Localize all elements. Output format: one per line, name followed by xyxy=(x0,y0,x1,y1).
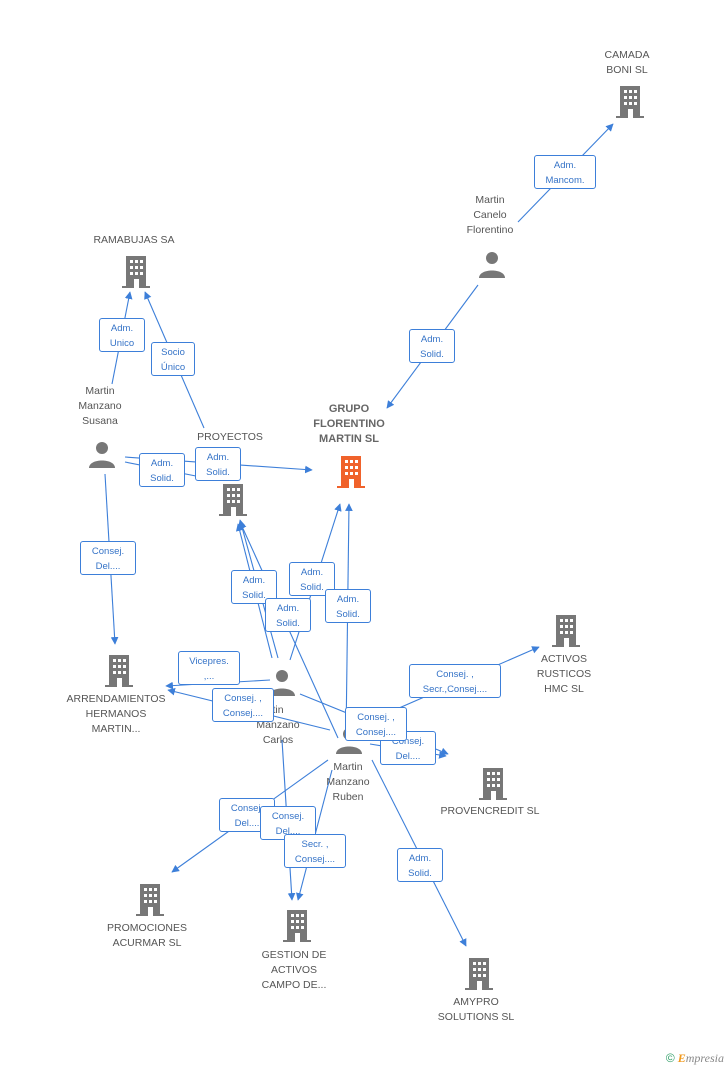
relation-label-ruben-amypro[interactable]: Adm. Solid. xyxy=(397,848,443,882)
relation-label-susana-arrendamientos[interactable]: Consej. Del.... xyxy=(80,541,136,575)
ruben-label[interactable]: Martin Manzano Ruben xyxy=(326,761,370,803)
relation-label-canelo-camada[interactable]: Adm. Mancom. xyxy=(534,155,596,189)
relation-label-susana-ramabujas[interactable]: Adm. Unico xyxy=(99,318,145,352)
amypro-label[interactable]: AMYPRO SOLUTIONS SL xyxy=(437,996,515,1023)
arrendamientos-building-icon[interactable] xyxy=(103,653,135,687)
provencredit-building-icon[interactable] xyxy=(477,766,509,800)
amypro-building-icon[interactable] xyxy=(463,956,495,990)
ramabujas-building-icon[interactable] xyxy=(120,254,152,288)
gestion-building-icon[interactable] xyxy=(281,908,313,942)
arrendamientos-label[interactable]: ARRENDAMIENTOS HERMANOS MARTIN... xyxy=(66,693,166,735)
relation-label-proyectos-ramabujas[interactable]: Socio Único xyxy=(151,342,195,376)
relation-label-susana-proyectos[interactable]: Adm. Solid. xyxy=(195,447,241,481)
relation-label-canelo-grupo[interactable]: Adm. Solid. xyxy=(409,329,455,363)
camada-label[interactable]: CAMADA BONI SL xyxy=(604,49,650,76)
brand-initial: E xyxy=(677,1051,686,1065)
relation-label-susana-grupo[interactable]: Adm. Solid. xyxy=(139,453,185,487)
provencredit-label[interactable]: PROVENCREDIT SL xyxy=(440,805,540,817)
copyright-symbol: © xyxy=(665,1051,675,1065)
relation-label-carlos-arrendamientos[interactable]: Vicepres. ,... xyxy=(178,651,240,685)
relation-label-ruben-gestion[interactable]: Secr. , Consej.... xyxy=(284,834,346,868)
grupo-building-icon[interactable] xyxy=(335,454,367,488)
promociones-building-icon[interactable] xyxy=(134,882,166,916)
canelo-label[interactable]: Martin Canelo Florentino xyxy=(466,194,514,236)
activos-label[interactable]: ACTIVOS RUSTICOS HMC SL xyxy=(536,653,592,695)
relation-label-carlos-provencredit[interactable]: Consej. , Consej.... xyxy=(345,707,407,741)
carlos-person-icon[interactable] xyxy=(268,668,296,696)
brand-name: mpresia xyxy=(685,1051,724,1065)
proyectos-building-icon[interactable] xyxy=(217,482,249,516)
activos-building-icon[interactable] xyxy=(550,613,582,647)
gestion-label[interactable]: GESTION DE ACTIVOS CAMPO DE... xyxy=(261,949,327,991)
canelo-person-icon[interactable] xyxy=(478,250,506,278)
promociones-label[interactable]: PROMOCIONES ACURMAR SL xyxy=(107,922,187,949)
relation-label-ruben-proyectos[interactable]: Adm. Solid. xyxy=(265,598,311,632)
brand-footer[interactable]: ©Empresia xyxy=(666,1051,724,1066)
ramabujas-label[interactable]: RAMABUJAS SA xyxy=(93,234,175,246)
relation-label-ruben-activos[interactable]: Consej. , Secr.,Consej.... xyxy=(409,664,501,698)
relation-label-ruben-grupo[interactable]: Adm. Solid. xyxy=(325,589,371,623)
relation-label-ruben-arrendamientos[interactable]: Consej. , Consej.... xyxy=(212,688,274,722)
susana-person-icon[interactable] xyxy=(88,440,116,468)
carlos-label[interactable]: tin Manzano Carlos xyxy=(256,704,300,746)
susana-label[interactable]: Martin Manzano Susana xyxy=(78,385,122,427)
camada-building-icon[interactable] xyxy=(614,84,646,118)
grupo-label[interactable]: GRUPO FLORENTINO MARTIN SL xyxy=(313,403,385,445)
